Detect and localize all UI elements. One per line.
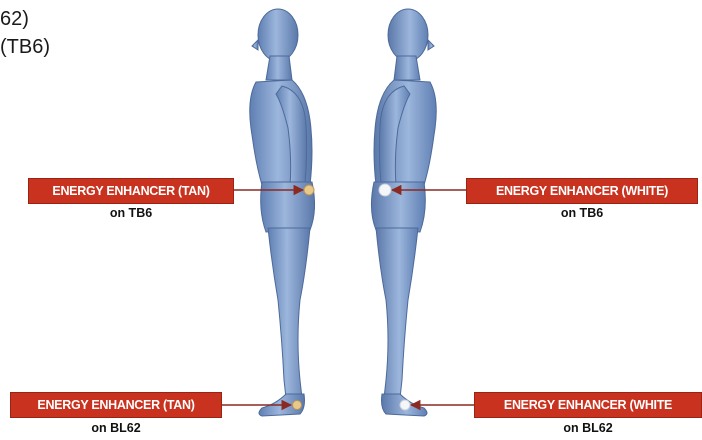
left-hip-location: on TB6 [71,206,191,220]
left-foot-location: on BL62 [56,421,176,435]
right-foot-white-dot [400,400,410,410]
right-hip-callout-label: ENERGY ENHANCER (WHITE) [466,178,698,204]
right-hip-white-dot [379,184,391,196]
left-foot-callout-label: ENERGY ENHANCER (TAN) [10,392,222,418]
left-foot-tan-dot [293,401,302,410]
left-hip-tan-dot [304,185,314,195]
right-hip-location: on TB6 [522,206,642,220]
right-body-figure [371,9,436,416]
right-foot-location: on BL62 [528,421,648,435]
left-hip-callout-label: ENERGY ENHANCER (TAN) [28,178,234,204]
left-body-figure [250,9,315,416]
right-foot-callout-label: ENERGY ENHANCER (WHITE [474,392,702,418]
